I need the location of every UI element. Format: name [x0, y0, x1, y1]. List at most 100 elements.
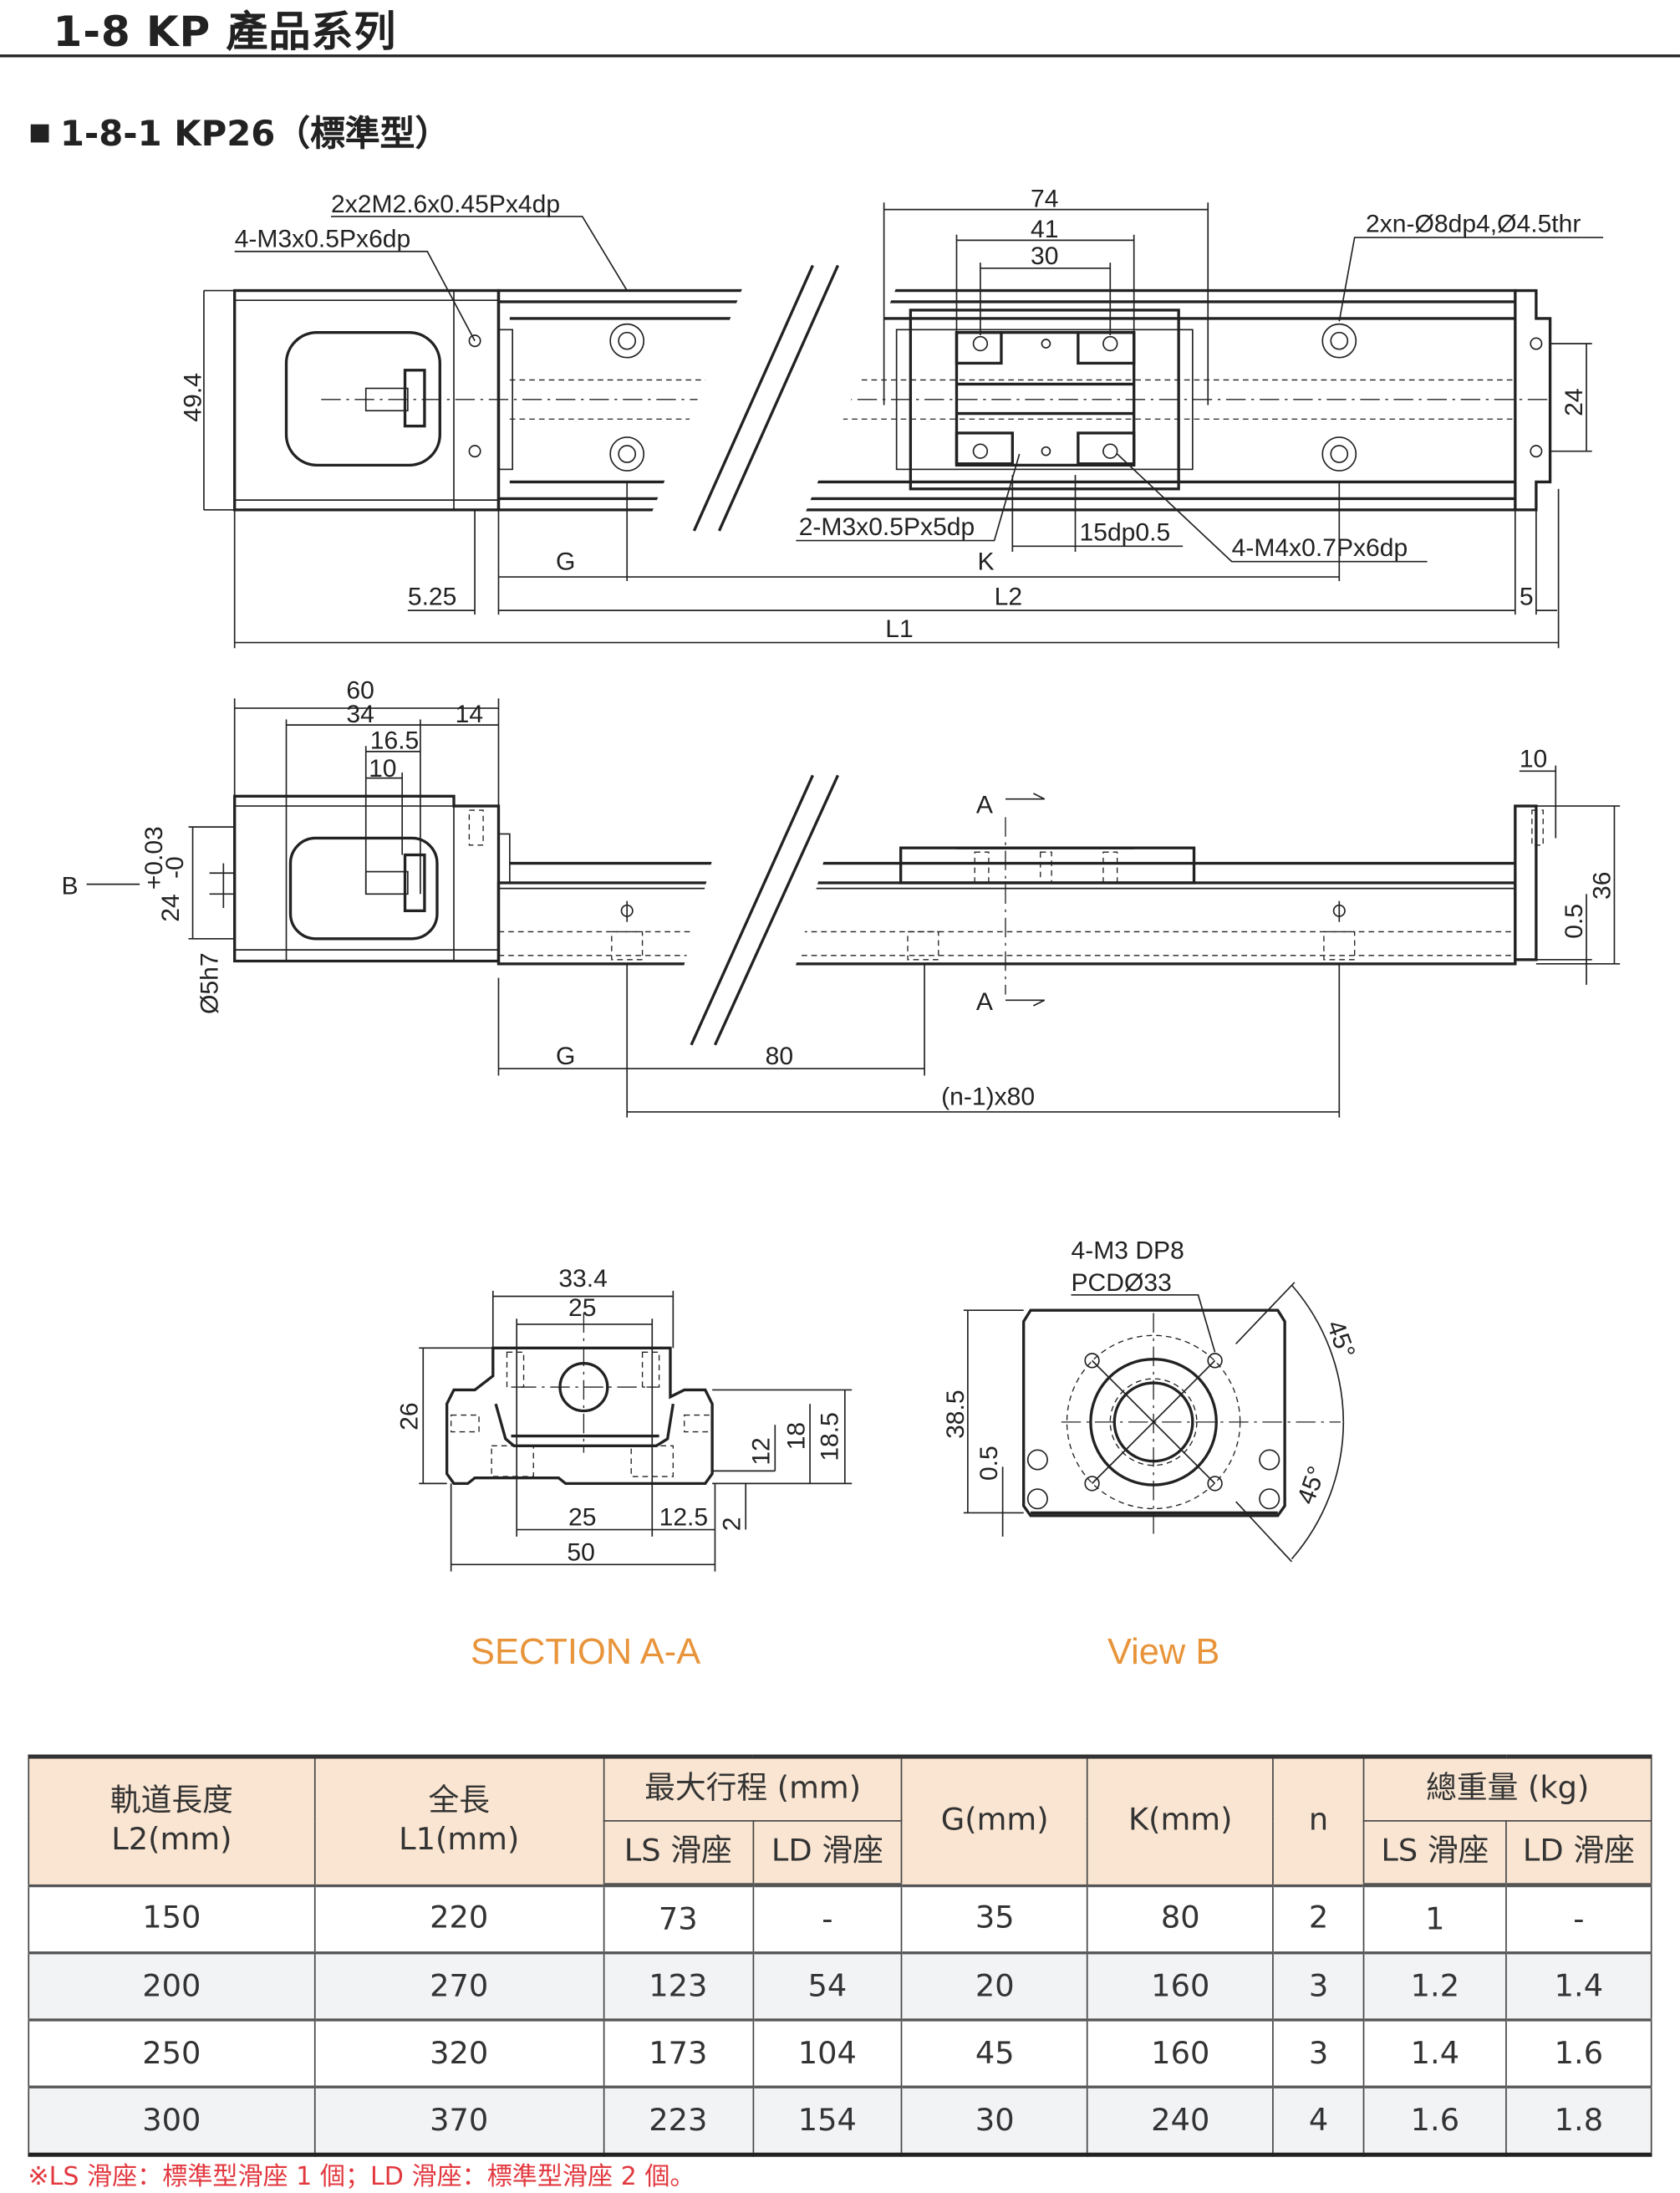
cell: 320 [313, 2018, 604, 2088]
dim-k: K [978, 548, 995, 576]
section-title: 1-8-1 KP26（標準型） [30, 106, 451, 156]
cell: 3 [1272, 1951, 1365, 2020]
header-l2-label: 軌道長度 [109, 1783, 233, 1818]
dim-12: 12 [748, 1437, 776, 1465]
dim-25-top: 25 [568, 1294, 596, 1322]
dim-14: 14 [456, 701, 483, 728]
cell: 1.2 [1362, 1951, 1507, 2020]
dim-pitch: (n-1)x80 [941, 1084, 1035, 1111]
cell: 154 [751, 2085, 904, 2155]
dim-38-5: 38.5 [942, 1390, 970, 1439]
dim-2: 2 [719, 1517, 746, 1531]
header-weight: 總重量 (kg) [1362, 1756, 1652, 1822]
cell: 20 [901, 1951, 1089, 2020]
callout-pcd: PCDØ33 [1072, 1269, 1172, 1297]
cell: - [751, 1884, 904, 1953]
dim-0-5-viewb: 0.5 [975, 1446, 1003, 1481]
callout-m4: 4-M4x0.7Px6dp [1232, 534, 1408, 562]
callout-m26: 2x2M2.6x0.45Px4dp [331, 191, 560, 218]
dim-10: 10 [369, 755, 396, 783]
cell: 123 [603, 1951, 754, 2020]
callout-holes: 2xn-Ø8dp4,Ø4.5thr [1366, 210, 1581, 237]
cell: 30 [901, 2085, 1089, 2155]
cell: 35 [901, 1884, 1089, 1953]
dim-12-5: 12.5 [659, 1504, 709, 1532]
dim-g-side: G [556, 1043, 575, 1070]
cell: 250 [28, 2018, 316, 2088]
header-l1-label: 全長 [428, 1783, 490, 1818]
view-b-caption: View B [1107, 1632, 1219, 1672]
title-divider [0, 54, 1680, 58]
tolerance-upper: +0.03 [140, 826, 168, 890]
cell: 80 [1087, 1884, 1275, 1953]
cell: 200 [28, 1951, 316, 2020]
dim-g: G [556, 548, 575, 576]
page-title: 1-8 KP 產品系列 [53, 8, 397, 58]
dim-41: 41 [1031, 216, 1058, 243]
technical-drawings: 2x2M2.6x0.45Px4dp 4-M3x0.5Px6dp 74 41 30… [62, 185, 1621, 1672]
dim-33-4: 33.4 [558, 1265, 608, 1293]
footnote: ※LS 滑座：標準型滑座 1 個；LD 滑座：標準型滑座 2 個。 [28, 2162, 695, 2192]
cell: 160 [1087, 1951, 1275, 2020]
dim-60: 60 [346, 676, 374, 704]
dim-24-side: 24 [157, 894, 185, 921]
angle-top: 45° [1321, 1317, 1361, 1362]
dim-18: 18 [782, 1422, 810, 1450]
header-weight-ls: LS 滑座 [1362, 1820, 1507, 1888]
cell: 3 [1272, 2018, 1365, 2088]
header-l1: 全長 L1(mm) [313, 1756, 604, 1886]
cell: 223 [603, 2085, 754, 2155]
callout-m3-dp8: 4-M3 DP8 [1072, 1237, 1184, 1264]
cell: 1.6 [1505, 2018, 1652, 2088]
dim-50: 50 [567, 1538, 594, 1566]
dim-5: 5 [1520, 583, 1534, 610]
section-title-text: 1-8-1 KP26（標準型） [59, 113, 451, 154]
dim-shaft: Ø5h7 [196, 952, 224, 1014]
section-mark-a-bottom: A [976, 988, 993, 1016]
top-view: 2x2M2.6x0.45Px4dp 4-M3x0.5Px6dp 74 41 30… [180, 185, 1604, 649]
cell: 1.8 [1505, 2085, 1652, 2155]
header-l1-unit: L1(mm) [399, 1822, 520, 1858]
cell: 1.6 [1362, 2085, 1507, 2155]
dim-25-bottom: 25 [568, 1504, 596, 1532]
header-weight-ld: LD 滑座 [1505, 1820, 1652, 1888]
dim-36: 36 [1588, 872, 1616, 900]
section-mark-a-top: A [976, 791, 993, 819]
cell: 270 [313, 1951, 604, 2020]
side-view: 60 34 14 16.5 10 10 B 24 +0.03 -0 Ø5h7 A… [62, 676, 1621, 1118]
dim-16-5: 16.5 [370, 727, 420, 755]
dim-26: 26 [396, 1402, 424, 1430]
cell: 2 [1272, 1884, 1365, 1953]
dim-24: 24 [1560, 388, 1588, 416]
cell: 1.4 [1362, 2018, 1507, 2088]
section-aa-view: 33.4 25 26 12 18 18.5 25 12.5 2 50 SECTI… [396, 1265, 853, 1672]
cell: 160 [1087, 2018, 1275, 2088]
dim-49-4: 49.4 [180, 373, 207, 422]
header-n: n [1272, 1756, 1365, 1886]
cell: 240 [1087, 2085, 1275, 2155]
header-g: G(mm) [901, 1756, 1089, 1886]
section-aa-caption: SECTION A-A [471, 1632, 700, 1672]
dim-0-5-side: 0.5 [1560, 904, 1588, 939]
view-b: 4-M3 DP8 PCDØ33 45° 45° 38.5 0.5 View B [942, 1237, 1360, 1672]
header-stroke-ls: LS 滑座 [603, 1820, 754, 1888]
cell: 54 [751, 1951, 904, 2020]
cell: 73 [603, 1884, 754, 1953]
dim-l2: L2 [995, 583, 1022, 610]
dim-10-end: 10 [1520, 745, 1547, 773]
header-stroke-ld: LD 滑座 [751, 1820, 904, 1888]
dim-80: 80 [766, 1043, 793, 1070]
cell: 220 [313, 1884, 604, 1953]
tolerance-lower: -0 [161, 856, 189, 879]
dim-18-5: 18.5 [816, 1412, 843, 1461]
cell: 4 [1272, 2085, 1365, 2155]
callout-m3-5dp: 2-M3x0.5Px5dp [799, 513, 975, 541]
dim-74: 74 [1031, 185, 1058, 212]
label-b: B [62, 872, 79, 900]
cell: 370 [313, 2085, 604, 2155]
angle-bottom: 45° [1292, 1463, 1331, 1508]
cell: 300 [28, 2085, 316, 2155]
